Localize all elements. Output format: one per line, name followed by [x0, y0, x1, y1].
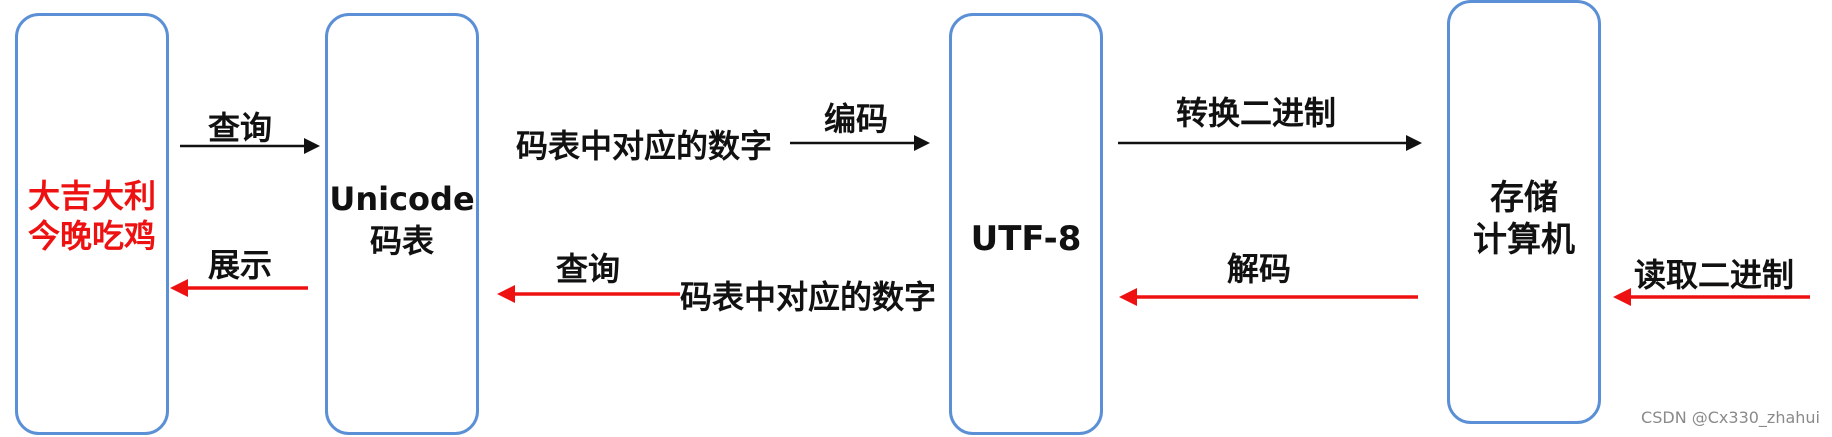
phrase-box: 大吉大利 今晚吃鸡: [15, 13, 169, 435]
backward-arrow-display: [170, 279, 308, 297]
label-convert-binary: 转换二进制: [1176, 94, 1337, 132]
watermark: CSDN @Cx330_zhahui: [1641, 408, 1820, 427]
label-decode: 解码: [1227, 250, 1292, 288]
forward-arrow-convert-binary: [1118, 135, 1422, 151]
unicode-table-box: Unicode 码表: [325, 13, 479, 435]
forward-arrow-query: [180, 138, 320, 154]
label-query-bottom: 查询: [556, 250, 621, 288]
phrase-text: 大吉大利 今晚吃鸡: [27, 177, 156, 255]
backward-arrow-decode: [1119, 288, 1418, 306]
label-display: 展示: [208, 246, 273, 284]
backward-arrow-read-binary: [1613, 288, 1810, 306]
unicode-table-text: Unicode 码表: [329, 180, 475, 260]
label-code-numbers-top: 码表中对应的数字: [516, 127, 773, 165]
label-encode: 编码: [824, 100, 889, 138]
utf8-text: UTF-8: [970, 219, 1082, 259]
label-query-top: 查询: [208, 109, 273, 147]
utf8-box: UTF-8: [949, 13, 1103, 435]
label-code-numbers-bottom: 码表中对应的数字: [680, 278, 937, 316]
backward-arrow-query: [497, 285, 680, 303]
forward-arrow-encode: [790, 135, 930, 151]
label-read-binary: 读取二进制: [1634, 256, 1795, 294]
storage-computer-text: 存储 计算机: [1473, 178, 1575, 260]
storage-computer-box: 存储 计算机: [1447, 0, 1601, 424]
